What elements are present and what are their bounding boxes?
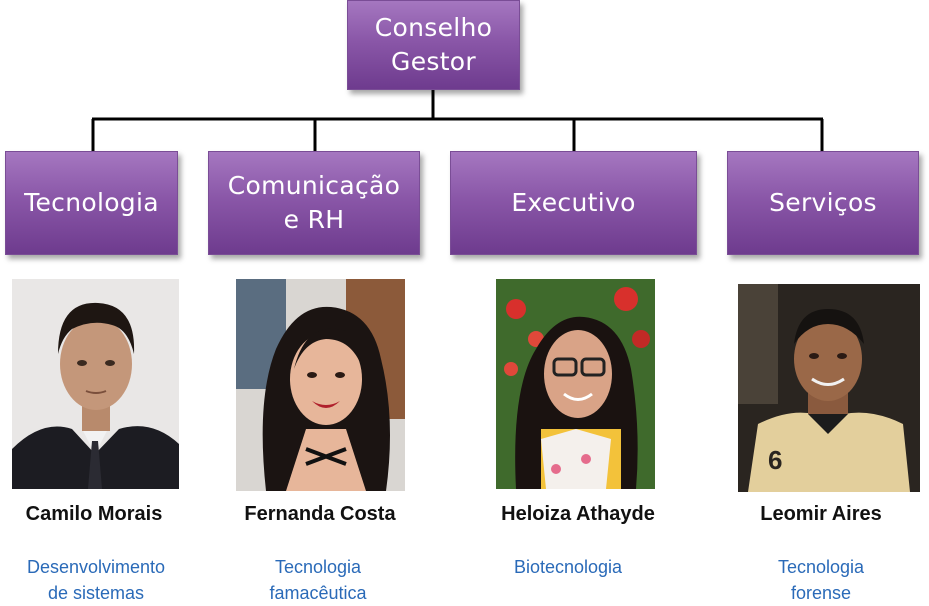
department-node-tecnologia: Tecnologia (5, 151, 178, 255)
role-line1: Biotecnologia (513, 557, 623, 577)
member-role-camilo: Desenvolvimento de sistemas (0, 554, 206, 606)
department-label: Executivo (511, 188, 636, 217)
member-name-leomir: Leomir Aires (760, 503, 882, 525)
root-node-label-line2: Gestor (391, 47, 476, 76)
role-line2: de sistemas (47, 583, 145, 603)
member-name-camilo: Camilo Morais (25, 503, 163, 525)
root-node-label-line1: Conselho (374, 13, 493, 42)
department-label-line1: Comunicação (227, 171, 401, 200)
role-line1: Desenvolvimento (26, 557, 166, 577)
member-name-fernanda: Fernanda Costa (244, 503, 396, 525)
department-node-comunicacao-rh: Comunicação e RH (208, 151, 420, 255)
member-role-heloiza: Biotecnologia (458, 554, 678, 580)
member-name-heloiza: Heloiza Athayde (501, 503, 655, 525)
member-photo-fernanda (236, 279, 405, 491)
department-label: Serviços (769, 188, 877, 217)
member-role-leomir: Tecnologia forense (711, 554, 929, 606)
root-node-conselho-gestor: Conselho Gestor (347, 0, 520, 90)
member-role-fernanda: Tecnologia famacêutica (208, 554, 428, 606)
member-photo-heloiza (496, 279, 655, 489)
department-label: Tecnologia (24, 188, 159, 217)
svg-text:6: 6 (768, 445, 782, 475)
role-line2: famacêutica (269, 583, 367, 603)
role-line2: forense (790, 583, 852, 603)
member-photo-leomir: 6 (738, 284, 920, 492)
department-label-line2: e RH (283, 205, 345, 234)
department-node-servicos: Serviços (727, 151, 919, 255)
department-node-executivo: Executivo (450, 151, 697, 255)
member-photo-camilo (12, 279, 179, 489)
role-line1: Tecnologia (274, 557, 362, 577)
role-line1: Tecnologia (777, 557, 865, 577)
